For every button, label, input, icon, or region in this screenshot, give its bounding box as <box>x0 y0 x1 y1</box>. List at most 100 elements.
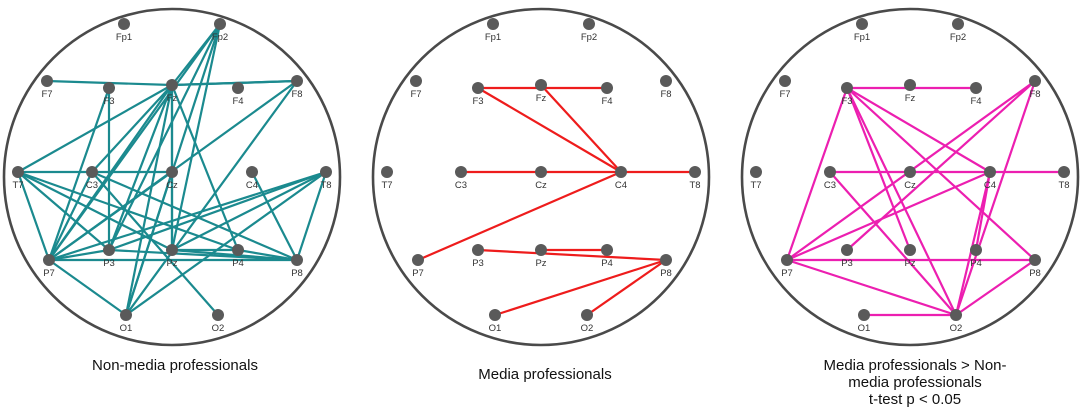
electrode-label: P8 <box>291 268 303 279</box>
connection-line <box>170 170 328 252</box>
connection-line <box>845 86 1037 262</box>
electrode-node <box>581 309 593 321</box>
electrode-node <box>583 18 595 30</box>
head-outline <box>371 7 711 347</box>
connection-line <box>16 170 240 252</box>
connection-line <box>16 83 174 174</box>
electrode-label: O2 <box>581 323 594 334</box>
electrode-label: P3 <box>103 258 115 269</box>
electrode-label: F8 <box>660 89 671 100</box>
connection-line <box>47 258 128 317</box>
electrode-node <box>455 166 467 178</box>
electrode-node <box>1029 75 1041 87</box>
caption-line: media professionals <box>848 374 982 391</box>
electrode-node <box>381 166 393 178</box>
connection-line <box>90 83 174 174</box>
electrode-node <box>291 254 303 266</box>
connection-line <box>785 170 992 262</box>
electrode-label: T7 <box>750 180 761 191</box>
electrode-node <box>535 244 547 256</box>
connection-line <box>47 170 328 262</box>
electrode-node <box>166 166 178 178</box>
electrode-node <box>984 166 996 178</box>
electrode-label: F4 <box>232 96 243 107</box>
connection-line <box>954 258 1037 317</box>
electrode-node <box>1058 166 1070 178</box>
connection-line <box>107 83 174 252</box>
electrode-node <box>214 18 226 30</box>
electrode-label: Cz <box>166 180 178 191</box>
connection-line <box>416 170 623 262</box>
electrode-node <box>118 18 130 30</box>
connection-line <box>539 83 623 174</box>
caption-line: t-test p < 0.05 <box>868 391 962 408</box>
electrode-node <box>689 166 701 178</box>
electrode-node <box>43 254 55 266</box>
electrode-node <box>412 254 424 266</box>
electrode-label: F7 <box>410 89 421 100</box>
connection-line <box>493 258 668 317</box>
electrode-label: P7 <box>43 268 55 279</box>
electrode-label: Fz <box>536 93 547 104</box>
caption-line: Media professionals <box>478 366 612 383</box>
connection-line <box>47 86 111 262</box>
electrode-node <box>779 75 791 87</box>
electrode-node <box>950 309 962 321</box>
electrode-node <box>952 18 964 30</box>
caption-difference: Media professionals > Non- media profess… <box>795 357 1035 408</box>
electrode-node <box>320 166 332 178</box>
electrode-node <box>660 254 672 266</box>
electrode-node <box>410 75 422 87</box>
electrode-label: Pz <box>904 258 915 269</box>
connection-line <box>170 248 299 262</box>
electrode-label: O2 <box>212 323 225 334</box>
electrode-label: P4 <box>601 258 613 269</box>
connections <box>416 83 697 317</box>
electrode-node <box>166 244 178 256</box>
electrode-label: Fp1 <box>854 32 870 43</box>
electrode-label: C3 <box>86 180 98 191</box>
electrode-node <box>166 79 178 91</box>
electrode-label: F7 <box>779 89 790 100</box>
electrode-node <box>1029 254 1041 266</box>
connection-line <box>845 86 992 174</box>
connection-line <box>170 22 222 87</box>
connection-line <box>16 170 51 262</box>
connection-line <box>47 22 222 262</box>
electrode-label: Fz <box>167 93 178 104</box>
connection-line <box>170 83 240 252</box>
electrode-label: P8 <box>1029 268 1041 279</box>
electrode-node <box>472 244 484 256</box>
electrode-label: Cz <box>535 180 547 191</box>
electrode-label: F7 <box>41 89 52 100</box>
electrode-node <box>246 166 258 178</box>
electrode-label: F8 <box>1029 89 1040 100</box>
connection-line <box>16 170 111 252</box>
electrode-node <box>615 166 627 178</box>
electrode-label: T8 <box>689 180 700 191</box>
caption-line: Media professionals > Non- <box>823 357 1007 374</box>
electrode-label: Fp2 <box>581 32 597 43</box>
electrode-node <box>103 82 115 94</box>
electrode-label: T8 <box>320 180 331 191</box>
electrode-node <box>841 244 853 256</box>
connection-line <box>476 86 623 174</box>
electrode-label: F3 <box>472 96 483 107</box>
connection-line <box>236 248 299 262</box>
connection-line <box>845 79 1037 252</box>
electrode-label: Pz <box>535 258 546 269</box>
electrode-label: C4 <box>246 180 258 191</box>
electrode-node <box>601 82 613 94</box>
electrode-label: O1 <box>858 323 871 334</box>
connection-line <box>47 248 111 262</box>
electrode-label: Fp2 <box>950 32 966 43</box>
electrode-node <box>858 309 870 321</box>
electrode-node <box>12 166 24 178</box>
caption-line: Non-media professionals <box>92 357 258 374</box>
caption-non-media: Non-media professionals <box>60 357 290 374</box>
connection-line <box>47 170 94 262</box>
electrode-node <box>535 79 547 91</box>
electrode-label: P7 <box>781 268 793 279</box>
